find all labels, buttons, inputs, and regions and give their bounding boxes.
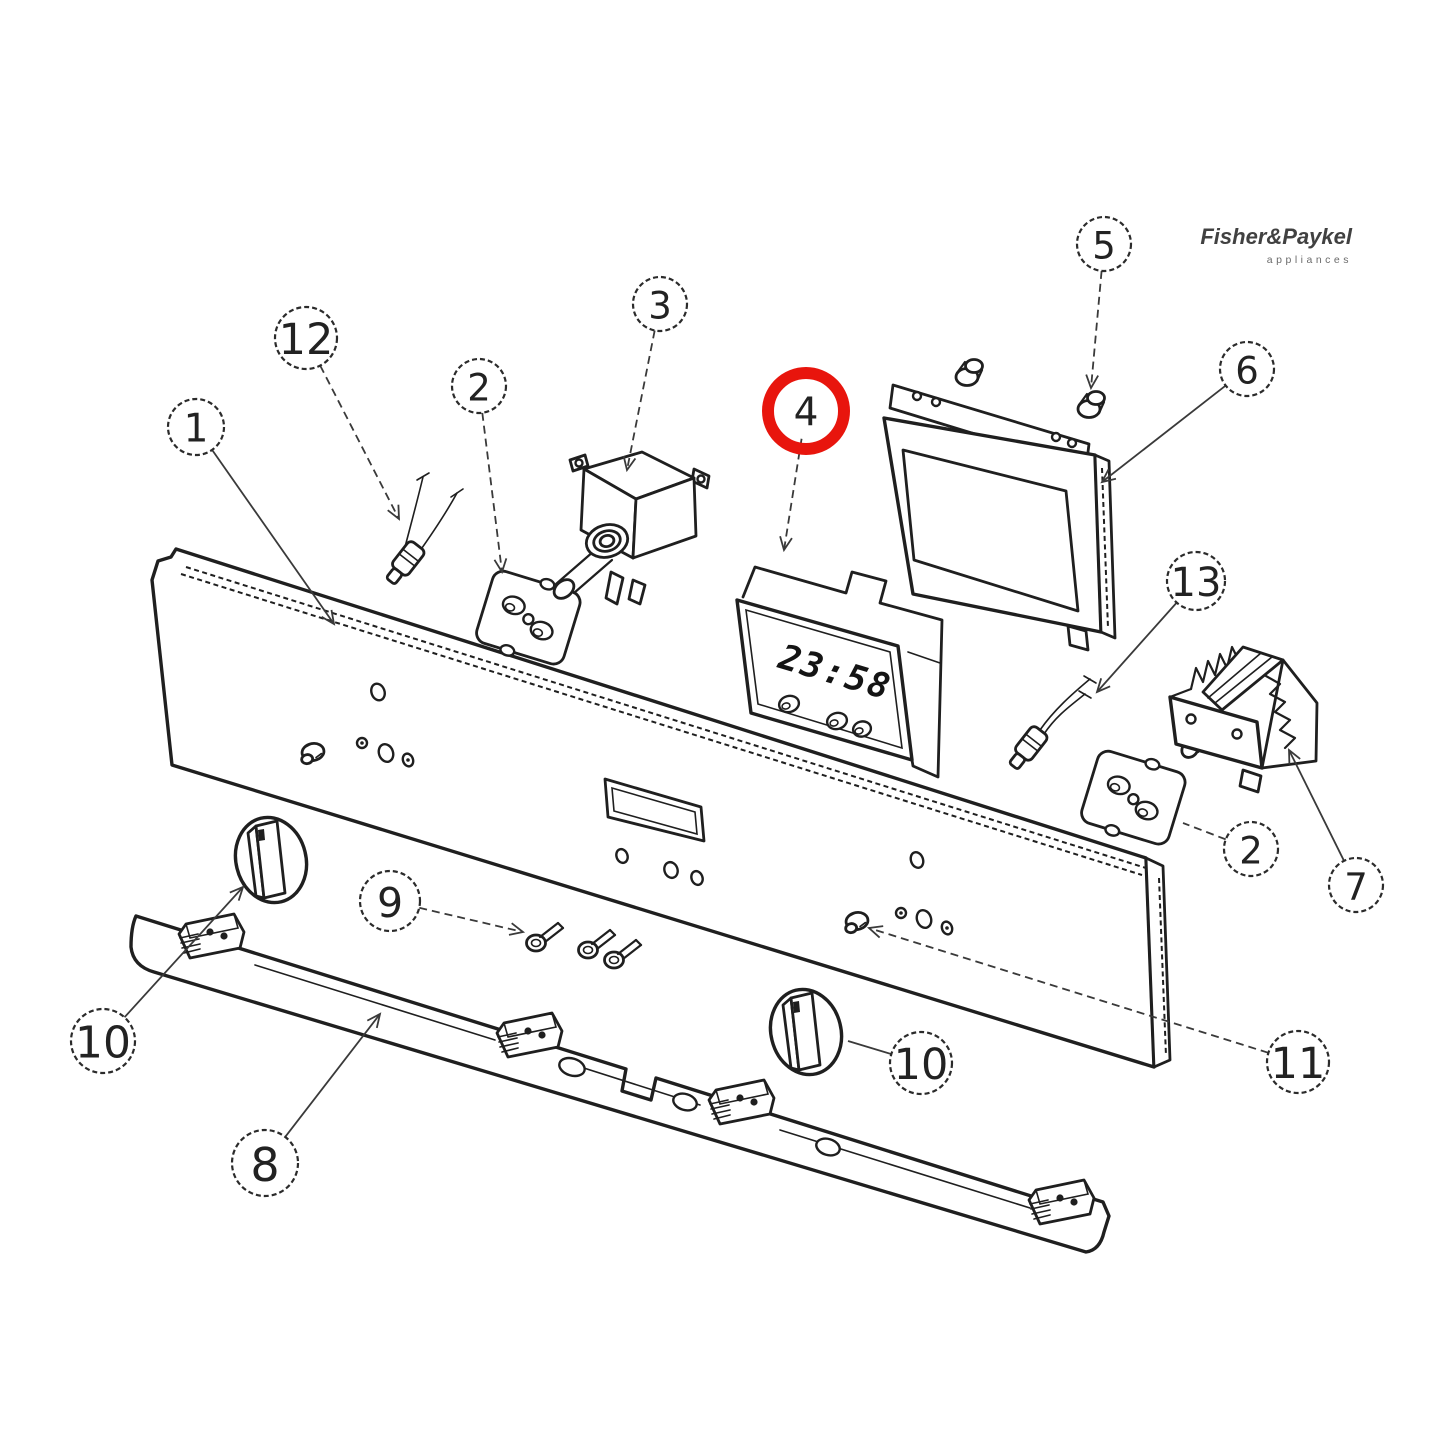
brand-logo: Fisher&Paykel appliances xyxy=(1200,224,1353,266)
callout-number: 10 xyxy=(894,1040,949,1090)
callout-10[interactable]: 10 xyxy=(69,885,245,1075)
clock-buttons xyxy=(777,694,873,738)
callout-1[interactable]: 1 xyxy=(166,397,336,626)
panel-hole xyxy=(909,851,925,869)
callout-circle xyxy=(778,383,834,439)
highlight-ring xyxy=(762,367,850,455)
callout-4-highlighted[interactable]: 4 xyxy=(762,367,850,553)
callout-circle xyxy=(1265,1029,1331,1095)
part-probe-right xyxy=(1004,675,1097,774)
callout-number: 1 xyxy=(184,407,209,452)
part-lower-trim xyxy=(129,912,1111,1254)
brand-name: Fisher&Paykel xyxy=(1200,224,1353,249)
callout-leader xyxy=(1095,602,1178,694)
panel-hole xyxy=(663,860,679,880)
callout-9[interactable]: 9 xyxy=(358,869,526,936)
callout-leader xyxy=(319,365,400,521)
callout-3[interactable]: 3 xyxy=(622,275,689,473)
callout-8[interactable]: 8 xyxy=(230,1012,382,1198)
callout-circle xyxy=(1327,856,1385,914)
callout-circle xyxy=(166,397,226,457)
callout-number: 10 xyxy=(75,1018,131,1069)
callout-leader xyxy=(1288,748,1345,862)
display-cutout xyxy=(603,777,706,843)
part-probe-left xyxy=(381,472,464,589)
callout-number: 6 xyxy=(1235,350,1259,393)
callout-circle xyxy=(230,1128,300,1198)
part-display-bracket xyxy=(882,383,1117,652)
callout-leader xyxy=(779,438,803,553)
callout-number: 2 xyxy=(467,367,491,410)
callout-11[interactable]: 11 xyxy=(866,925,1331,1095)
panel-hole xyxy=(915,909,933,929)
callout-5[interactable]: 5 xyxy=(1075,215,1133,391)
part-control-panel xyxy=(150,547,1172,1069)
callout-leader xyxy=(211,449,336,626)
panel-hole xyxy=(690,869,704,887)
callout-number: 5 xyxy=(1092,225,1116,268)
callout-leader xyxy=(847,1040,892,1055)
callout-circle xyxy=(888,1030,954,1096)
trim-hole xyxy=(558,1056,586,1078)
callout-leader xyxy=(866,925,1269,1054)
callout-2[interactable]: 2 xyxy=(1182,820,1280,878)
trim-hole xyxy=(815,1137,841,1157)
callout-circle xyxy=(631,275,689,333)
callout-number: 8 xyxy=(250,1138,279,1192)
callout-circle xyxy=(450,357,508,415)
callout-number: 3 xyxy=(648,285,672,328)
callout-leader xyxy=(481,412,508,575)
callout-circle xyxy=(273,305,339,371)
callout-number: 7 xyxy=(1344,866,1368,909)
part-selector-switch xyxy=(552,450,711,606)
part-clock: 23:58 xyxy=(735,565,944,779)
part-function-switch xyxy=(1168,645,1319,794)
callout-leader xyxy=(123,885,245,1018)
callout-leader xyxy=(284,1012,382,1138)
brand-tagline: appliances xyxy=(1267,254,1352,266)
callout-leader xyxy=(622,330,656,473)
callout-leader xyxy=(1085,270,1103,391)
callout-number: 12 xyxy=(279,315,334,365)
callout-12[interactable]: 12 xyxy=(273,305,400,521)
callout-circle xyxy=(358,869,422,933)
panel-hole xyxy=(370,682,386,702)
callout-7[interactable]: 7 xyxy=(1288,748,1385,914)
trim-hole xyxy=(672,1092,698,1112)
callout-number: 2 xyxy=(1239,830,1263,873)
callout-number: 13 xyxy=(1171,560,1222,606)
callout-number: 11 xyxy=(1271,1039,1326,1089)
callout-circle xyxy=(1222,820,1280,878)
callout-6[interactable]: 6 xyxy=(1100,340,1276,484)
callout-circle xyxy=(69,1007,137,1075)
callout-leader xyxy=(1100,384,1227,484)
callout-leader xyxy=(418,906,526,936)
callout-circle xyxy=(1075,215,1133,273)
part-screws-bracket xyxy=(954,358,1106,419)
callout-2[interactable]: 2 xyxy=(450,357,508,575)
panel-hole xyxy=(377,743,395,763)
callout-13[interactable]: 13 xyxy=(1095,550,1227,694)
callout-circle xyxy=(1218,340,1276,398)
callout-10[interactable]: 10 xyxy=(847,1030,954,1096)
callout-circle xyxy=(1165,550,1227,612)
callout-number: 9 xyxy=(377,879,403,927)
callout-leader xyxy=(1182,822,1227,841)
callout-number: 4 xyxy=(794,391,819,436)
panel-hole xyxy=(615,847,629,865)
